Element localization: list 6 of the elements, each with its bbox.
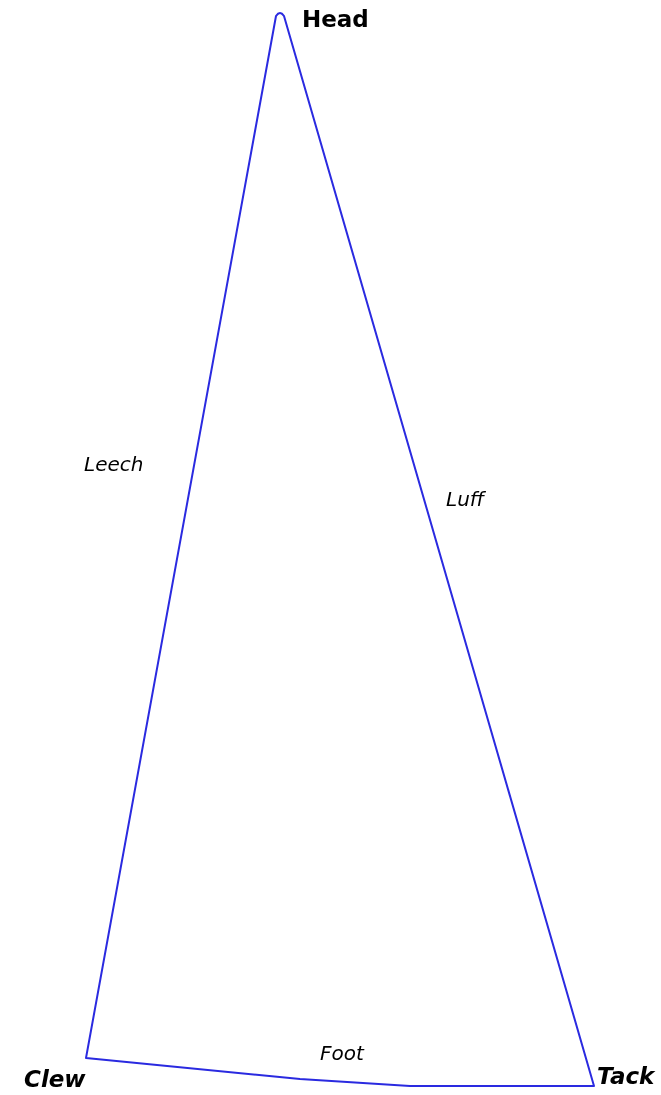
sail-side-label: Leech [84, 452, 144, 476]
sail-side-label: Luff [446, 487, 485, 511]
sail-side-label: Foot [320, 1041, 364, 1065]
corner-label: Clew [24, 1066, 86, 1094]
corner-label: Tack [597, 1063, 655, 1091]
corner-label: Head [302, 6, 369, 34]
